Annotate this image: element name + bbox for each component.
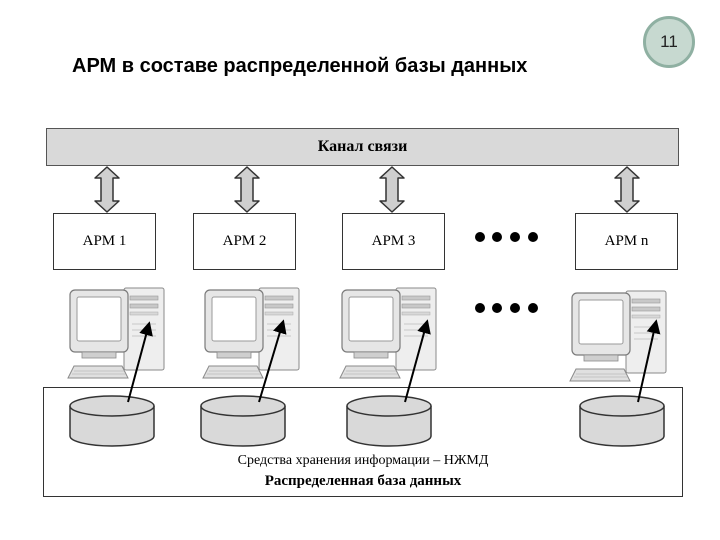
- workstation-box-n: АРМ n: [575, 213, 678, 270]
- channel-label: Канал связи: [317, 138, 408, 155]
- disk-storage-icon: [200, 395, 286, 447]
- workstation-box-3: АРМ 3: [342, 213, 445, 270]
- workstation-box-2: АРМ 2: [193, 213, 296, 270]
- ellipsis-dots-bottom: [475, 303, 538, 313]
- storage-link-arrow: [258, 319, 287, 403]
- storage-link-arrow: [637, 319, 661, 403]
- computer-icon: [67, 287, 165, 379]
- workstation-label: АРМ 2: [222, 233, 267, 249]
- disk-storage-icon: [346, 395, 432, 447]
- communication-channel: Канал связи: [46, 128, 679, 166]
- link-arrow-3: [379, 166, 405, 213]
- disk-storage-icon: [579, 395, 665, 447]
- storage-link-arrow: [127, 321, 153, 403]
- link-arrow-n: [614, 166, 640, 213]
- computer-icon: [569, 290, 667, 382]
- workstation-label: АРМ n: [604, 233, 649, 249]
- page-number-badge: 11: [643, 16, 695, 68]
- workstation-box-1: АРМ 1: [53, 213, 156, 270]
- disk-storage-icon: [69, 395, 155, 447]
- storage-link-arrow: [404, 319, 431, 403]
- ellipsis-dots-top: [475, 232, 538, 242]
- workstation-label: АРМ 1: [82, 233, 127, 249]
- page-number: 11: [660, 32, 678, 51]
- computer-icon: [202, 287, 300, 379]
- page-title: АРМ в составе распределенной базы данных: [72, 55, 528, 77]
- computer-icon: [339, 287, 437, 379]
- link-arrow-1: [94, 166, 120, 213]
- database-caption: Распределенная база данных: [264, 473, 462, 489]
- link-arrow-2: [234, 166, 260, 213]
- storage-caption: Средства хранения информации – НЖМД: [237, 453, 489, 468]
- workstation-label: АРМ 3: [371, 233, 416, 249]
